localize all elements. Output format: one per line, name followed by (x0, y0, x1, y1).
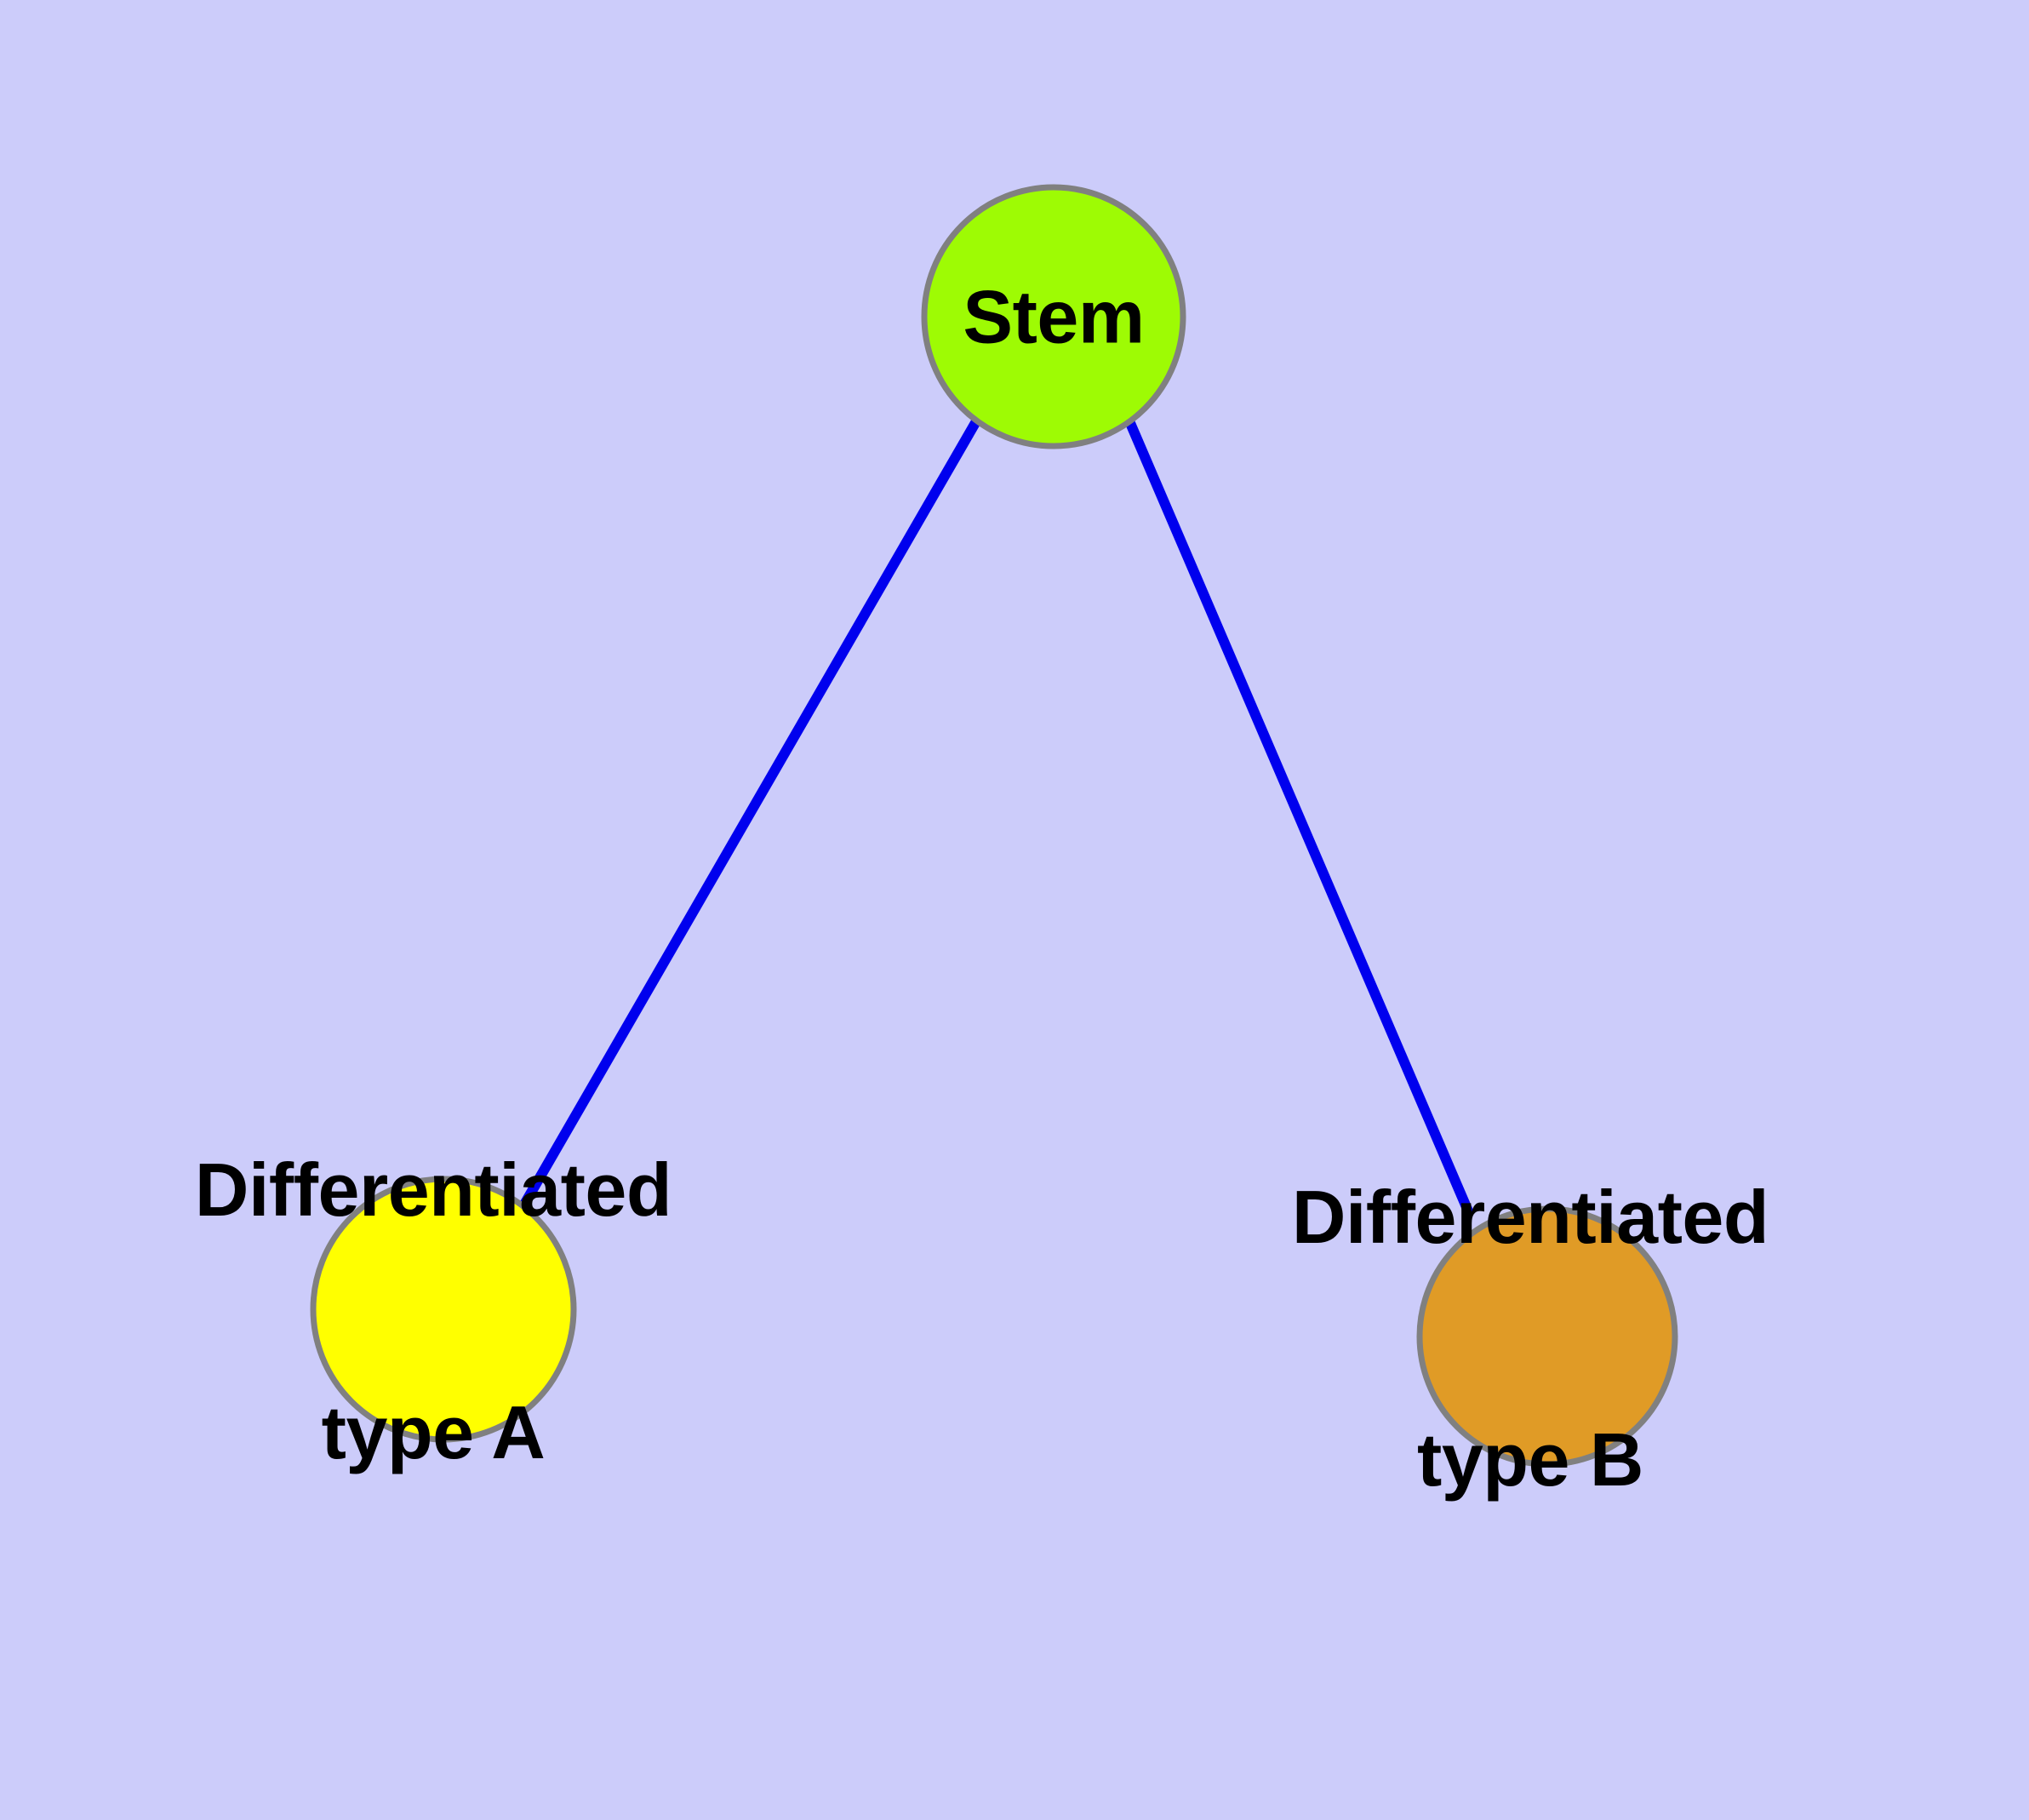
node-diff-a-circle[interactable] (310, 1176, 577, 1443)
node-layer (310, 184, 1678, 1468)
node-diff-b-circle[interactable] (1416, 1205, 1678, 1468)
edge-stem-to-diff-a (517, 419, 981, 1211)
node-stem-circle[interactable] (921, 184, 1186, 449)
edge-layer (517, 415, 1474, 1216)
edge-stem-to-diff-b (1123, 415, 1474, 1216)
